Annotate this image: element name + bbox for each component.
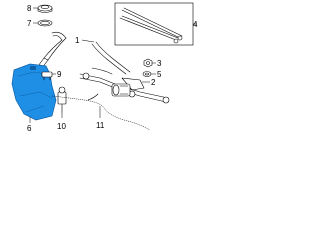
callout-7: 7: [27, 19, 32, 28]
callout-5: 5: [157, 70, 162, 79]
callout-4: 4: [193, 20, 198, 29]
callout-11: 11: [96, 121, 105, 130]
part-7-seal-ring: [37, 19, 53, 27]
callout-6: 6: [27, 124, 32, 133]
part-2-wiper-motor: [111, 83, 131, 97]
callout-2: 2: [151, 78, 156, 87]
part-8-filler-cap: [37, 4, 53, 13]
part-6-washer-reservoir: [11, 63, 57, 121]
callout-1: 1: [75, 36, 80, 45]
callout-8: 8: [27, 4, 32, 13]
part-10-level-sensor: [57, 86, 67, 113]
part-3-nut: [143, 58, 153, 68]
leader-1: [81, 39, 95, 43]
part-1-wiper-linkage: [79, 41, 170, 104]
part-5-grommet: [142, 71, 152, 77]
parts-diagram: 8 7 6 9 10: [11, 2, 198, 133]
part-4-wiper-blades: [114, 2, 194, 46]
callout-3: 3: [157, 59, 162, 68]
callout-9: 9: [57, 70, 62, 79]
part-11-washer-hose: [51, 93, 151, 131]
callout-10: 10: [57, 122, 66, 131]
part-9-washer-pump: [41, 71, 53, 81]
